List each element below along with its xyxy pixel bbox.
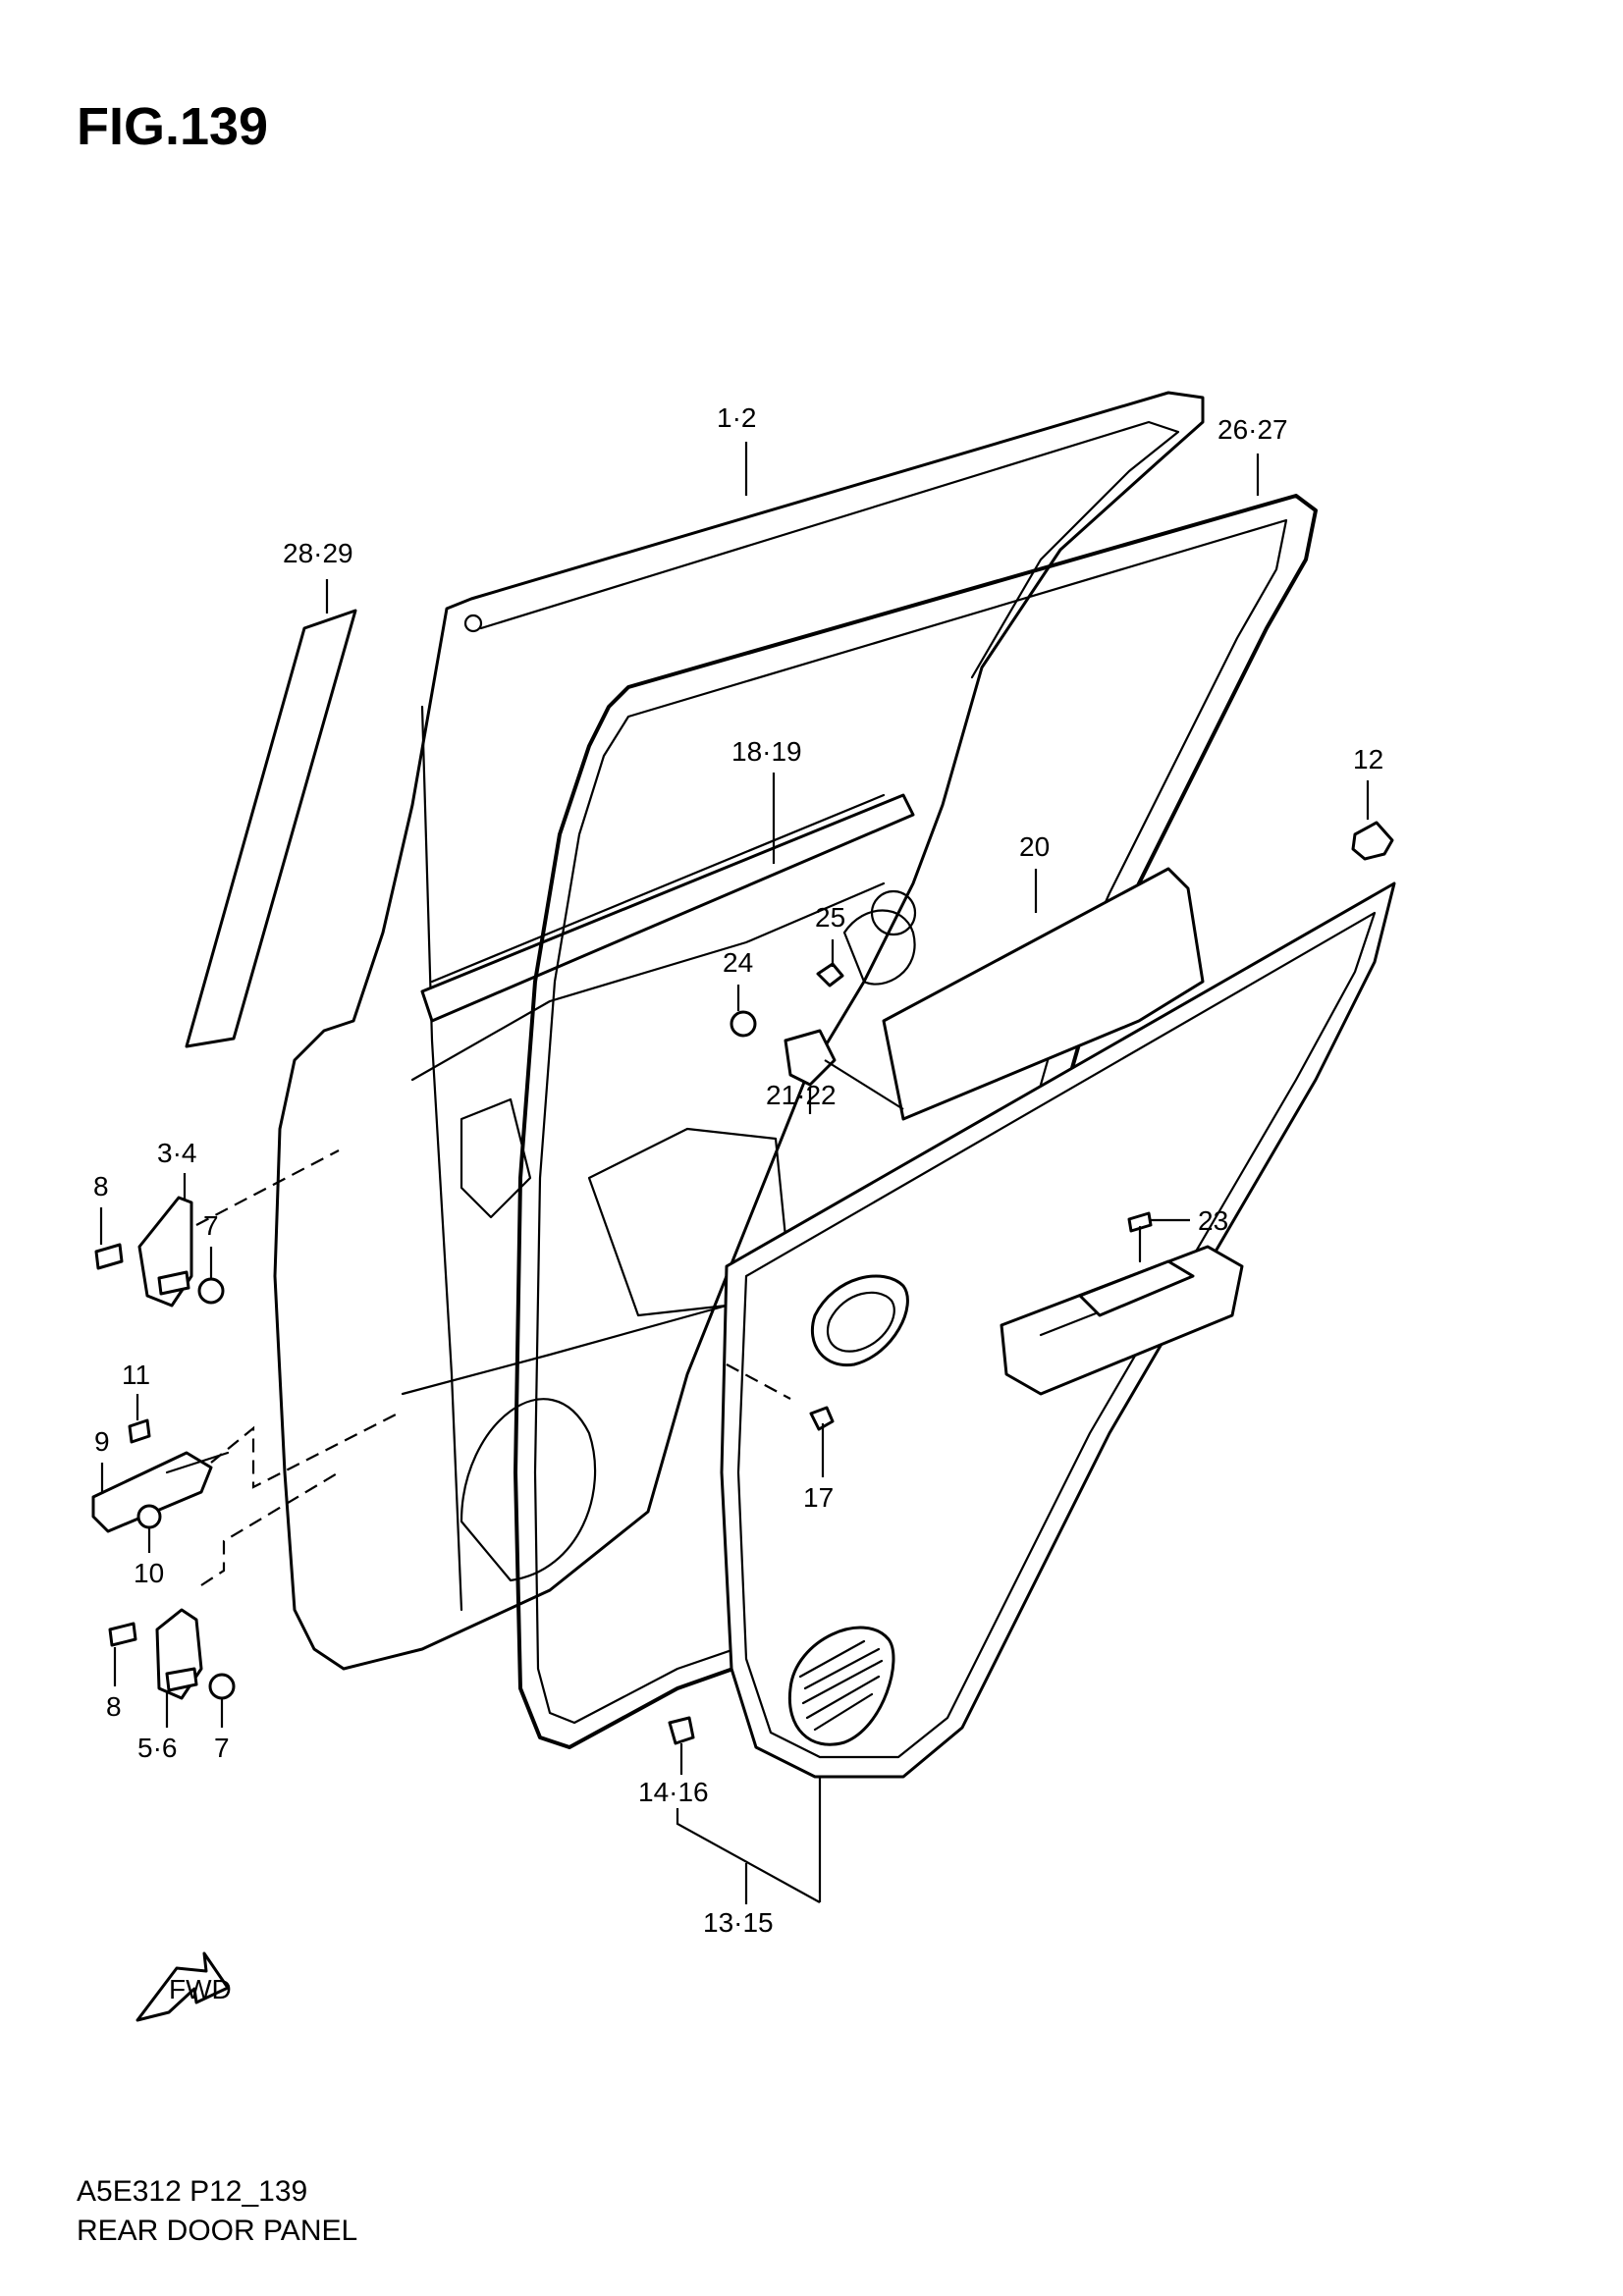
callout-21-22: 21·22 bbox=[766, 1080, 837, 1110]
callout-20: 20 bbox=[1019, 831, 1050, 862]
callout-8-upper: 8 bbox=[93, 1171, 109, 1201]
cap-clip bbox=[1351, 821, 1394, 861]
callout-7-lower: 7 bbox=[214, 1733, 230, 1763]
callout-11: 11 bbox=[122, 1360, 150, 1390]
lower-hinge bbox=[108, 1608, 236, 1700]
forward-direction-arrow-icon: FWD bbox=[135, 1951, 232, 2022]
callout-13-15: 13·15 bbox=[703, 1907, 774, 1938]
diagram-name: REAR DOOR PANEL bbox=[77, 2215, 358, 2247]
callout-25: 25 bbox=[815, 902, 845, 933]
callout-7-upper: 7 bbox=[203, 1210, 219, 1241]
leader-lines bbox=[99, 442, 1370, 1904]
upper-hinge bbox=[94, 1196, 225, 1308]
diagram-code: A5E312 P12_139 bbox=[77, 2175, 308, 2208]
callout-3-4: 3·4 bbox=[157, 1138, 196, 1168]
callout-26-27: 26·27 bbox=[1217, 414, 1288, 445]
callout-14-16: 14·16 bbox=[638, 1777, 709, 1807]
callout-23: 23 bbox=[1198, 1205, 1228, 1236]
assembly-lines bbox=[195, 1059, 904, 1586]
callout-10: 10 bbox=[134, 1558, 164, 1588]
callout-labels: 1·2 26·27 28·29 18·19 12 20 25 24 21·22 … bbox=[93, 402, 1383, 1938]
figure-title: FIG.139 bbox=[77, 97, 269, 156]
callout-24: 24 bbox=[723, 947, 753, 978]
speaker-grille-mesh bbox=[798, 1639, 884, 1732]
door-check-arm bbox=[91, 1418, 230, 1533]
callout-8-lower: 8 bbox=[106, 1691, 122, 1722]
door-watershield bbox=[882, 867, 1205, 1121]
window-glass-strip bbox=[185, 609, 357, 1048]
callout-9: 9 bbox=[94, 1426, 110, 1457]
regulator-bracket bbox=[730, 962, 844, 1087]
door-trim-panel bbox=[720, 881, 1396, 1779]
callout-17: 17 bbox=[803, 1482, 834, 1513]
callout-12: 12 bbox=[1353, 744, 1383, 774]
callout-28-29: 28·29 bbox=[283, 538, 353, 568]
callout-1-2: 1·2 bbox=[717, 402, 756, 433]
trim-fasteners bbox=[668, 1211, 1153, 1745]
callout-18-19: 18·19 bbox=[731, 736, 802, 767]
callout-5-6: 5·6 bbox=[137, 1733, 177, 1763]
fwd-label: FWD bbox=[169, 1974, 232, 2004]
